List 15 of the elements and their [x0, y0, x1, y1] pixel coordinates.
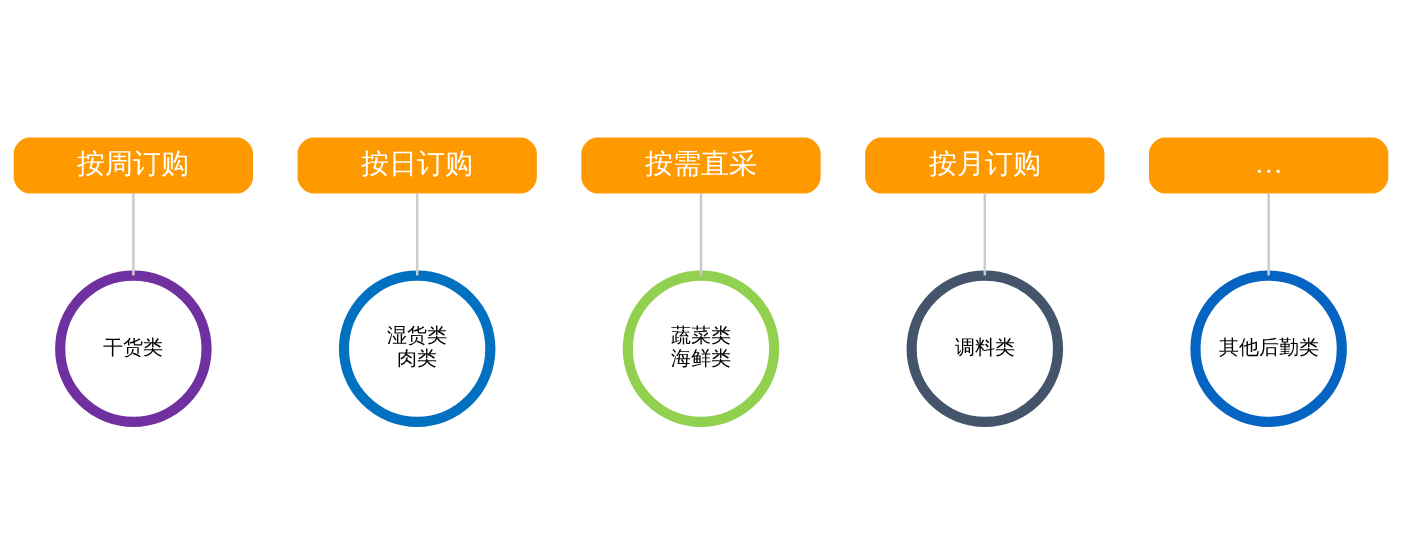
connector	[132, 192, 135, 275]
node-box: 按周订购	[13, 136, 253, 193]
node-box: 按日订购	[297, 136, 537, 193]
node-circle: 蔬菜类 海鲜类	[622, 269, 780, 427]
connector	[983, 192, 987, 275]
node-circle: 调料类	[906, 269, 1064, 427]
node-circle: 其他后勤类	[1190, 269, 1347, 427]
node-box: 按需直采	[581, 136, 821, 193]
connector	[699, 192, 703, 275]
node-circle: 湿货类 肉类	[338, 269, 496, 427]
node-circle: 干货类	[55, 269, 212, 427]
connector	[415, 192, 419, 275]
node-box: …	[1149, 136, 1389, 193]
node-box: 按月订购	[865, 136, 1105, 193]
connector	[1267, 192, 1270, 275]
